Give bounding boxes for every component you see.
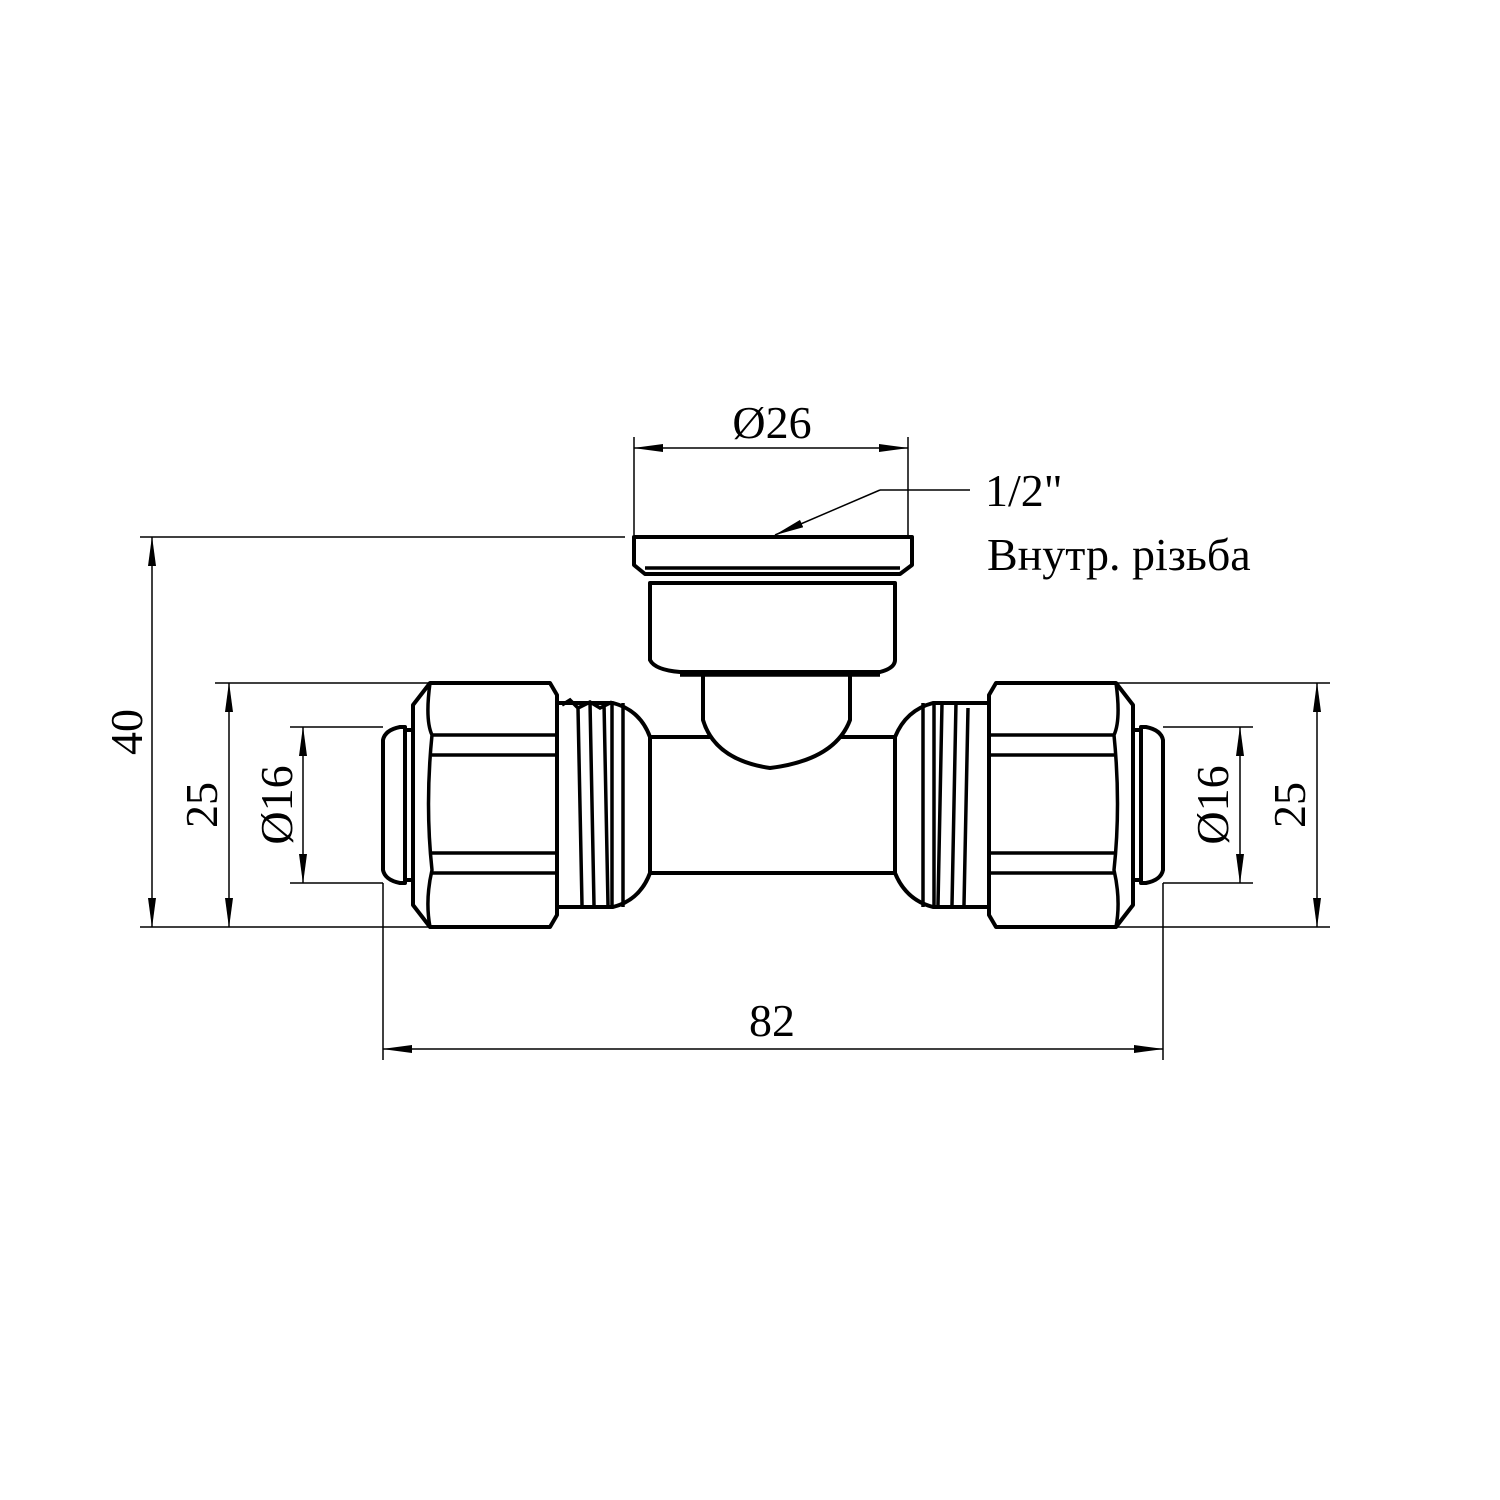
right-pipe-diameter-label: Ø16	[1187, 765, 1238, 844]
right-pipe-tip	[1139, 725, 1165, 885]
branch-flange	[632, 535, 914, 576]
branch-neck	[701, 671, 852, 770]
right-nut-size-label: 25	[1264, 782, 1315, 828]
left-nut-size-label: 25	[176, 782, 227, 828]
dimension-right-pipe: Ø16	[1163, 726, 1253, 884]
dimension-branch-diameter: Ø26	[633, 397, 909, 535]
overall-height-label: 40	[101, 709, 152, 755]
dimension-right-nut: 25	[1113, 682, 1330, 928]
left-compression-connector	[381, 681, 652, 929]
thread-size-label: 1/2"	[985, 465, 1063, 516]
dimension-overall-height: 40	[101, 536, 625, 928]
left-nut	[411, 681, 559, 929]
thread-callout: 1/2" Внутр. різьба	[774, 465, 1251, 580]
right-nut	[987, 681, 1135, 929]
right-compression-connector	[893, 681, 1165, 929]
fitting-body	[632, 535, 914, 875]
dimension-overall-length: 82	[382, 883, 1164, 1060]
dimension-left-pipe: Ø16	[251, 726, 383, 884]
branch-socket	[648, 581, 897, 674]
overall-length-label: 82	[749, 995, 795, 1046]
left-pipe-tip	[381, 725, 407, 885]
dimension-left-nut: 25	[176, 682, 430, 928]
left-pipe-diameter-label: Ø16	[251, 765, 302, 844]
branch-diameter-label: Ø26	[732, 397, 811, 448]
thread-type-label: Внутр. різьба	[987, 529, 1251, 580]
